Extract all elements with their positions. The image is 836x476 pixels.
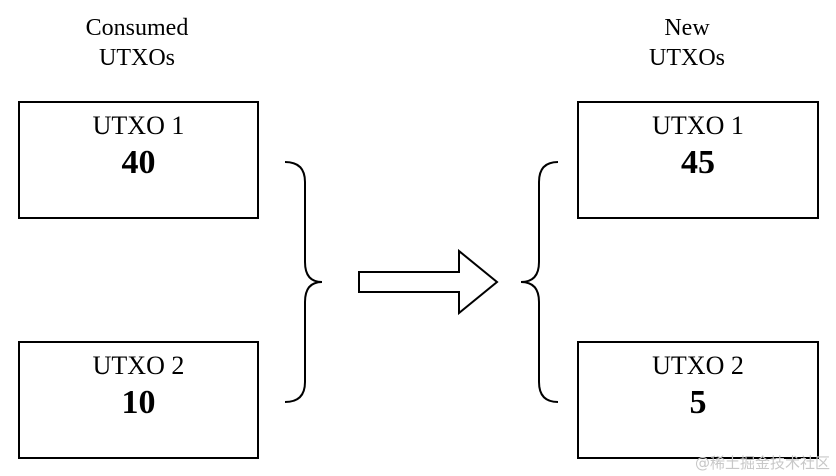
consumed-utxo-2-amount: 10 — [121, 384, 156, 421]
consumed-brace — [284, 161, 323, 403]
transition-arrow-icon — [358, 248, 499, 316]
new-heading-line1: New — [664, 15, 710, 41]
new-utxo-2-amount: 5 — [689, 384, 707, 421]
consumed-utxo-1-amount: 40 — [121, 144, 156, 181]
consumed-utxos-heading: Consumed UTXOs — [37, 13, 237, 73]
new-utxo-2-label: UTXO 2 — [652, 351, 744, 380]
consumed-utxo-2-label: UTXO 2 — [92, 351, 185, 380]
consumed-heading-line1: Consumed — [85, 15, 189, 41]
new-utxos-heading: New UTXOs — [587, 13, 787, 73]
consumed-utxo-1-label: UTXO 1 — [92, 111, 185, 140]
consumed-utxo-1-box: UTXO 1 40 — [18, 101, 259, 219]
new-heading-line2: UTXOs — [649, 45, 725, 71]
new-utxo-1-label: UTXO 1 — [652, 111, 744, 140]
consumed-heading-line2: UTXOs — [99, 45, 175, 71]
consumed-utxo-2-box: UTXO 2 10 — [18, 341, 259, 459]
new-brace — [520, 161, 559, 403]
watermark: @稀土掘金技术社区 — [694, 454, 830, 472]
new-utxo-1-amount: 45 — [681, 144, 715, 181]
new-utxo-1-box: UTXO 1 45 — [577, 101, 819, 219]
new-utxo-2-box: UTXO 2 5 — [577, 341, 819, 459]
